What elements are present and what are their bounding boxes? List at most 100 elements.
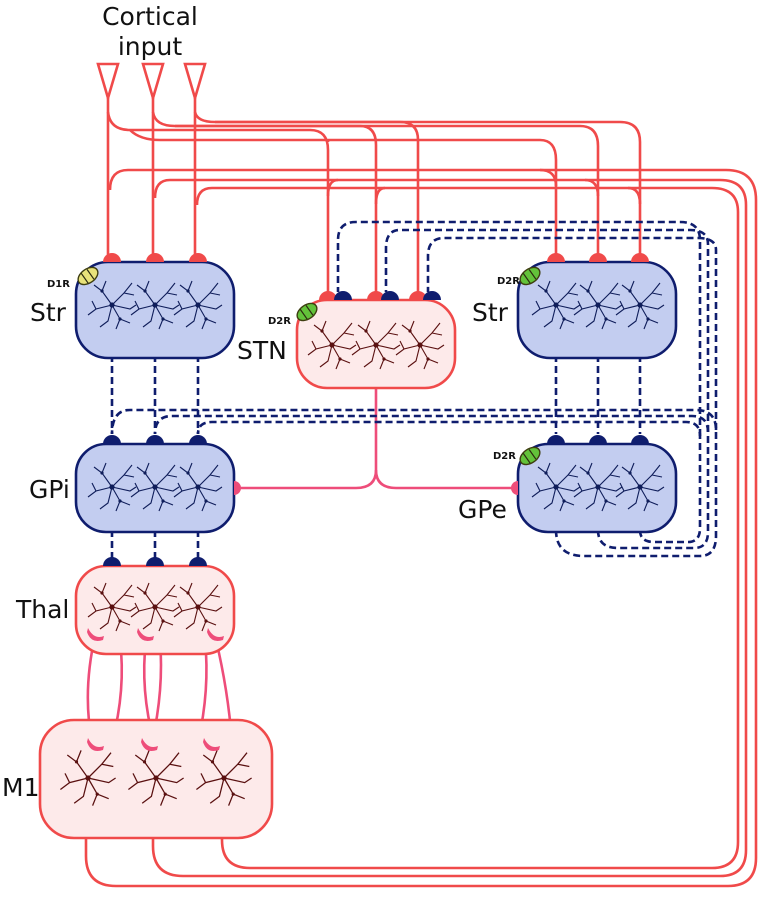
gpe-neuron-2-dendrite-8 [585, 486, 599, 510]
str-d1-neuron-1-dendrite-4 [87, 304, 113, 316]
str-d2-neuron-2-node-a [586, 289, 590, 293]
stn-neuron-1-dendrite-3 [343, 332, 355, 336]
thal-neuron-3-soma [195, 604, 201, 610]
m1-neuron-2-dendrite-1 [143, 750, 150, 763]
str-d1-neuron-3-dendrite-8 [185, 304, 199, 328]
gpi-neuron-3 [173, 462, 223, 512]
str-d2-excitatory-synapse-3 [631, 253, 649, 262]
thal-neuron-1-dendrite-1 [101, 582, 107, 594]
thal-neuron-2-node-a [143, 591, 147, 595]
d2-receptor-gpe-ridge-a [522, 453, 531, 464]
d1-receptor-str [77, 266, 99, 286]
str-d1-neuron-1-soma [109, 302, 115, 308]
stn-neuron-1-dendrite-9 [331, 344, 357, 350]
str-d2-neuron-3-dendrite-9 [639, 304, 665, 310]
str-d1-neuron-3-dendrite-4 [173, 304, 199, 316]
region-label-stn: STN [237, 336, 287, 365]
gpe-inhibitory-synapse-1 [547, 435, 565, 444]
receptor-label-d1-str: D1R [47, 279, 70, 290]
str-d2-neuron-3-dendrite-4 [615, 304, 641, 316]
m1-neuron-3-node-b [231, 792, 235, 796]
thal-inhibitory-synapse-1 [103, 557, 121, 566]
gpe-neuron-1-node-b [562, 499, 566, 503]
stn-to-gpi [240, 385, 378, 490]
gpi-neuron-1 [87, 462, 137, 512]
m1-neuron-3-dendrite-9 [223, 777, 252, 784]
m1-neuron-2-soma [153, 775, 159, 781]
d1-receptor-str-ridge-b [86, 269, 95, 280]
stn-neuron-3-dendrite-9 [419, 344, 445, 350]
str-d2-excitatory-synapse-2 [589, 253, 607, 262]
str-d1-neuron-2-dendrite-4 [130, 304, 156, 316]
gpe-neuron-2-dendrite-4 [573, 486, 599, 498]
stn-neuron-1-dendrite-1 [321, 320, 327, 332]
gpi-neuron-1-dendrite-3 [123, 474, 135, 478]
str-d1-neuron-3-node-b [204, 317, 208, 321]
gpe-to-stn-2 [384, 228, 710, 432]
feedback-to-stn-2 [374, 186, 386, 205]
str-d2-neuron-2 [573, 280, 623, 330]
thal-neuron-3-dendrite-4 [173, 606, 199, 618]
gpi-neuron-2-dendrite-7 [162, 500, 174, 506]
stn-inhibitory-synapse-1 [334, 291, 352, 300]
m1-neuron-1 [60, 750, 116, 806]
d2-receptor-str-ridge-a [522, 273, 531, 284]
gpe-to-stn-3 [426, 236, 718, 430]
thal-neuron-3-dendrite-5 [177, 602, 183, 612]
m1-neuron-1-dendrite-8 [73, 777, 89, 804]
gpi-neuron-3-dendrite-7 [205, 500, 217, 506]
str-d1-neuron-3-dendrite-7 [205, 318, 217, 324]
thal-neuron-2-dendrite-7 [162, 620, 174, 626]
stn-neuron-3-node-a [408, 329, 412, 333]
str-d1-neuron-2-dendrite-7 [162, 318, 174, 324]
str-d2-neuron-3-soma [637, 302, 643, 308]
m1-neuron-1-node-b [95, 792, 99, 796]
gpi-neuron-3-dendrite-3 [209, 474, 221, 478]
m1-neuron-3-dendrite-7 [232, 793, 245, 800]
gpe-neuron-1-soma [553, 484, 559, 490]
m1-input-terminal-2 [141, 738, 158, 751]
gpe-to-gpi-2 [153, 414, 710, 550]
gpi-inhibitory-synapse-1 [103, 435, 121, 444]
cortex-to-str-d2-3 [215, 120, 642, 258]
stn-neuron-3-node-b [426, 357, 430, 361]
gpi-neuron-2-soma [152, 484, 158, 490]
thal-neuron-3-dendrite-7 [205, 620, 217, 626]
m1-feedback-1 [84, 168, 758, 888]
m1-neuron-2-dendrite-5 [132, 773, 139, 783]
gpe-neuron-1-dendrite-5 [535, 482, 541, 492]
str-d1-neuron-2-node-b [161, 317, 165, 321]
cortex-to-str-d2-1 [129, 129, 558, 258]
thal-neuron-1-dendrite-9 [111, 606, 137, 612]
title-line-2: input [117, 32, 183, 61]
cortex-to-stn-1 [106, 111, 330, 292]
gpe-neuron-3-soma [637, 484, 643, 490]
str-d1-neuron-2-dendrite-1 [144, 280, 150, 292]
m1-neuron-2-dendrite-9 [155, 777, 184, 784]
m1-neuron-3-dendrite-1 [211, 750, 218, 763]
cortex-to-str-d2-2 [175, 124, 600, 258]
str-d2-neuron-2-soma [595, 302, 601, 308]
str-d1-neuron-1-node-b [118, 317, 122, 321]
m1-neuron-3-dendrite-4 [196, 777, 225, 791]
thal-neuron-3-dendrite-1 [187, 582, 193, 594]
thal-output-terminal-2 [137, 628, 154, 641]
thal-neuron-1-dendrite-3 [123, 594, 135, 598]
str-d2-neuron-3-node-a [628, 289, 632, 293]
str-d1-neuron-2-dendrite-3 [166, 292, 178, 296]
str-d2-neuron-1 [531, 280, 581, 330]
stn-inhibitory-synapse-3 [423, 291, 441, 300]
m1-neuron-1-node-a [74, 760, 79, 764]
str-d2-neuron-3-dendrite-3 [651, 292, 663, 296]
stn-excitatory-synapse-3 [409, 291, 427, 300]
gpi-neuron-2-node-b [161, 499, 165, 503]
stn-neuron-3-dendrite-7 [427, 358, 439, 364]
str-d1-excitatory-synapse-1 [103, 253, 121, 262]
m1-neuron-3 [196, 750, 252, 806]
str-d1-neuron-1 [87, 280, 137, 330]
gpi-stn-synapse [234, 481, 241, 495]
region-label-gpe: GPe [458, 495, 507, 524]
gpi-neuron-1-node-b [118, 499, 122, 503]
thal-output-terminal-1 [87, 628, 104, 641]
d2-receptor-stn-body [296, 302, 318, 322]
